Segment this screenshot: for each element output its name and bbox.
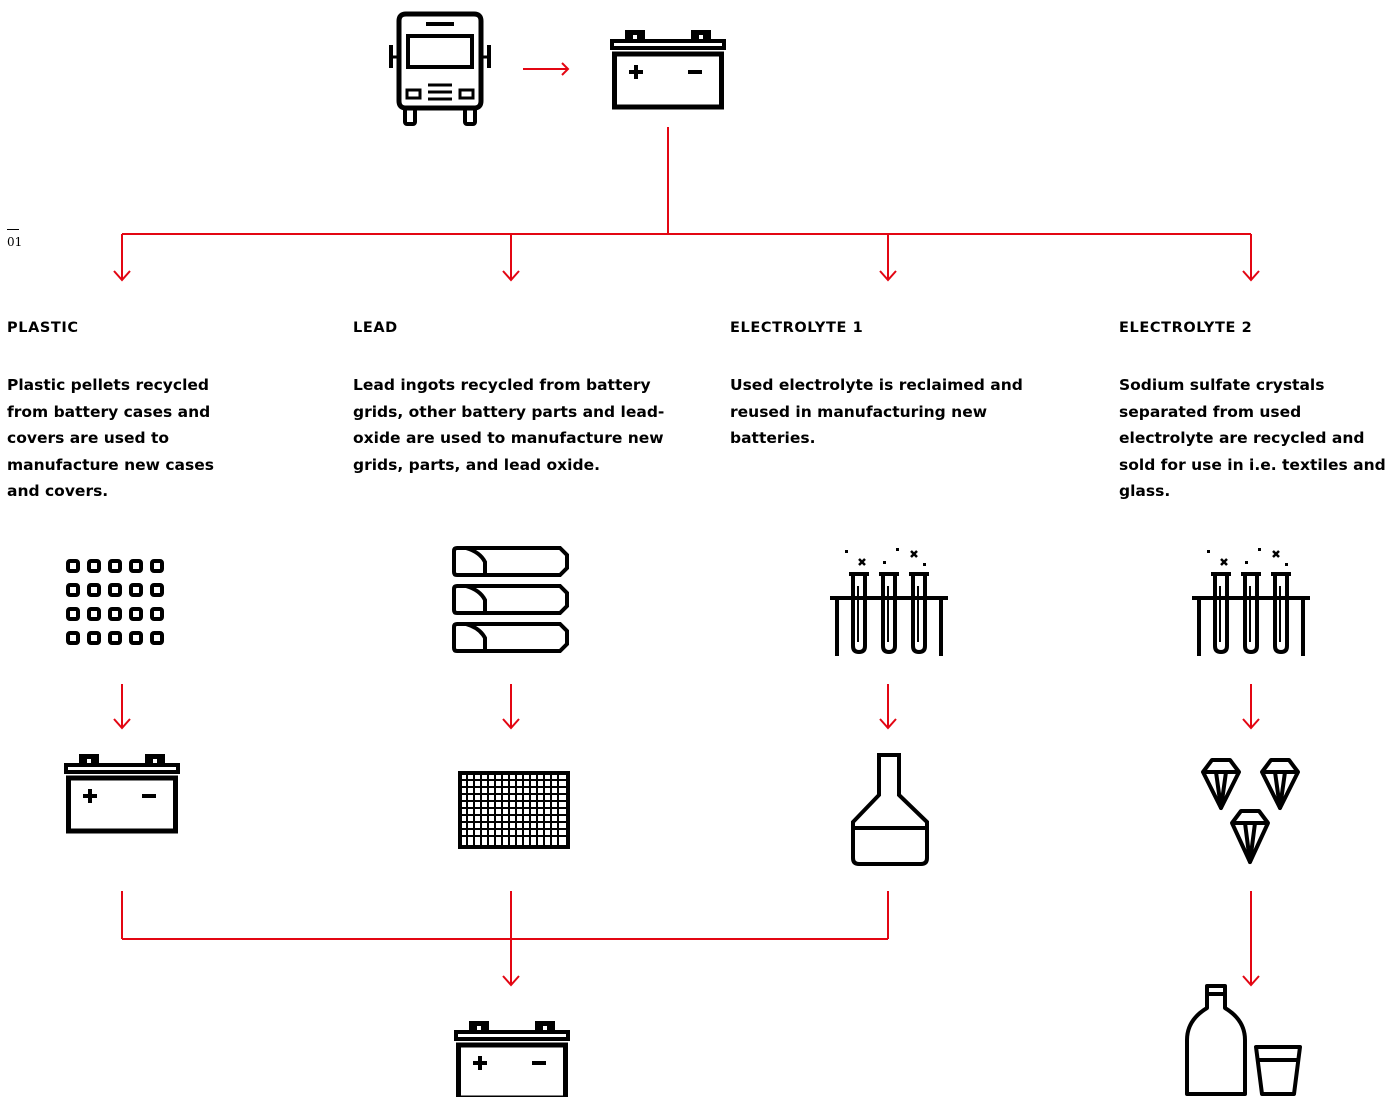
battery-icon [64,754,180,831]
lead-title: LEAD [353,320,398,336]
new-battery-icon [454,1021,570,1097]
flow-connectors [113,62,1260,987]
electrolyte-1-description: Used electrolyte is reclaimed and reused… [730,376,1023,447]
bottle-and-glass-icon [1185,984,1302,1096]
lead-description: Lead ingots recycled from battery grids,… [353,376,665,474]
flask-icon [851,753,929,866]
test-tubes-icon [828,546,950,658]
crystals-icon [1201,758,1300,864]
battery-icon [610,30,726,107]
bus-icon [389,11,491,126]
figure-marker-dash [7,229,19,230]
battery-grid-icon [458,771,570,849]
plastic-description: Plastic pellets recycled from battery ca… [7,376,214,500]
electrolyte-1-title: ELECTROLYTE 1 [730,320,864,336]
figure-marker: 01 [7,229,22,248]
lead-ingots-icon [452,546,569,653]
figure-marker-number: 01 [7,235,23,249]
plastic-pellets-icon [66,559,164,645]
test-tubes-icon [1190,546,1312,658]
electrolyte-2-description: Sodium sulfate crystals separated from u… [1119,376,1386,500]
electrolyte-2-title: ELECTROLYTE 2 [1119,320,1253,336]
plastic-title: PLASTIC [7,320,79,336]
